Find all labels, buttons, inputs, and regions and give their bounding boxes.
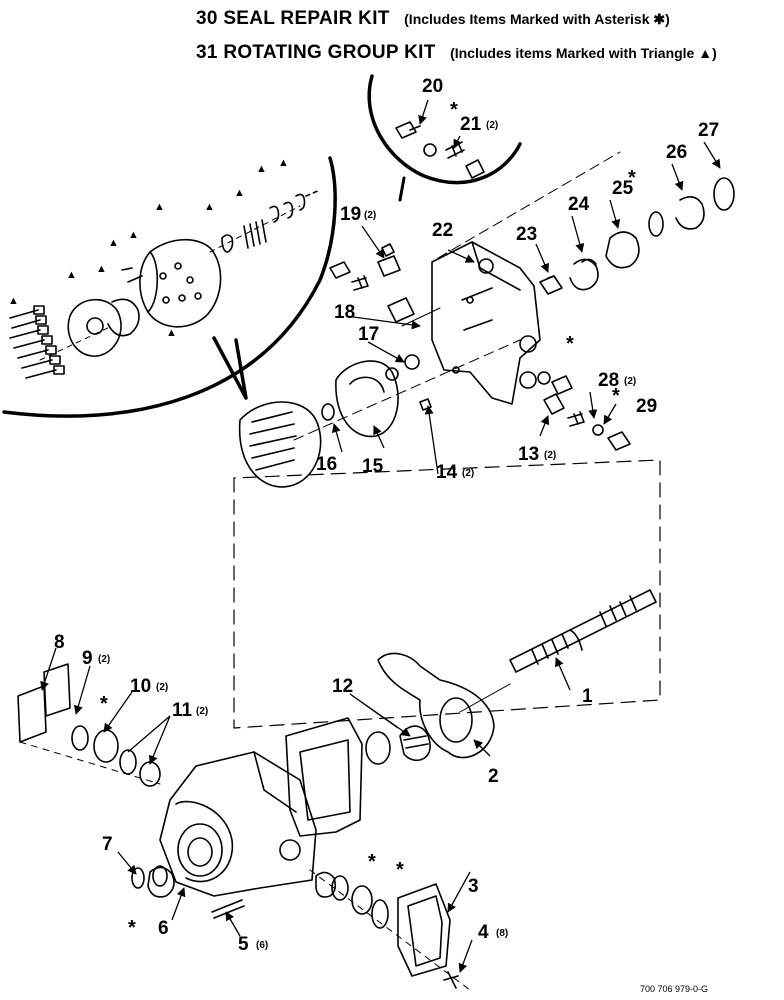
triangle-mark: ▲ — [204, 201, 215, 213]
triangle-mark: ▲ — [278, 157, 289, 169]
assembly-centerline — [233, 459, 661, 729]
asterisk-mark: * — [450, 99, 458, 121]
callout-3: 3 — [468, 876, 479, 897]
callout-8: 8 — [54, 632, 65, 653]
callout-10: 10 — [130, 676, 151, 697]
callout-15: 15 — [362, 456, 384, 477]
housing-gasket — [285, 717, 363, 837]
callout-21-qty: (2) — [486, 120, 498, 131]
kit-30-heading: 30 SEAL REPAIR KIT (Includes Items Marke… — [196, 8, 670, 30]
callout-11: 11 — [172, 700, 193, 721]
callout-25: 25 — [612, 178, 634, 199]
callout-21: 21 — [460, 114, 482, 135]
callout-6: 6 — [158, 918, 169, 939]
detail-bubble-outline — [2, 156, 337, 418]
callout-26: 26 — [666, 142, 687, 163]
rotating-group-bolts — [9, 305, 65, 379]
callout-2: 2 — [488, 766, 499, 787]
callout-11-qty: (2) — [196, 706, 208, 717]
triangle-mark: ▲ — [256, 163, 267, 175]
callout-17: 17 — [358, 324, 379, 345]
asterisk-mark: * — [100, 693, 108, 715]
callout-7: 7 — [102, 834, 113, 855]
triangle-mark: ▲ — [8, 295, 19, 307]
callout-22: 22 — [432, 220, 453, 241]
cover-3 — [397, 883, 451, 977]
retainer-plate — [67, 298, 122, 357]
callout-27: 27 — [698, 120, 719, 141]
callout-9-qty: (2) — [98, 654, 110, 665]
asterisk-mark: * — [628, 167, 636, 189]
kit-31-note: (Includes items Marked with Triangle ▲) — [450, 45, 717, 61]
triangle-mark: ▲ — [66, 269, 77, 281]
callout-28-qty: (2) — [624, 376, 636, 387]
small-detail-bubble — [367, 74, 522, 185]
callout-5-qty: (6) — [256, 940, 268, 951]
callout-29: 29 — [636, 396, 657, 417]
callout-19: 19 — [340, 204, 361, 225]
callout-19-qty: (2) — [364, 210, 376, 221]
cover-8 — [17, 685, 47, 743]
callout-5: 5 — [238, 934, 249, 955]
callout-18: 18 — [334, 302, 355, 323]
callout-28: 28 — [598, 370, 619, 391]
asterisk-mark: * — [396, 859, 404, 881]
callout-16: 16 — [316, 454, 337, 475]
callout-4-qty: (8) — [496, 928, 508, 939]
callout-14: 14 — [436, 462, 458, 483]
pump-housing — [159, 751, 317, 897]
drawing-reference-number: 700 706 979-0-G — [640, 984, 709, 994]
asterisk-mark: * — [128, 917, 136, 939]
asterisk-mark: * — [566, 333, 574, 355]
barrel-assembly — [238, 401, 322, 488]
triangle-mark: ▲ — [108, 237, 119, 249]
callout-14-qty: (2) — [462, 468, 474, 479]
end-plate — [335, 360, 399, 438]
kit-marks: * * * * * * * * ▲ ▲ ▲ ▲ ▲ ▲ ▲ ▲ ▲ ▲ ▲ — [8, 99, 636, 939]
callout-23: 23 — [516, 224, 537, 245]
cylinder-barrel — [139, 239, 222, 328]
triangle-mark: ▲ — [96, 263, 107, 275]
callout-1: 1 — [582, 686, 593, 707]
asterisk-mark: * — [612, 385, 620, 407]
callout-13: 13 — [518, 444, 539, 465]
kit-30-note: (Includes Items Marked with Asterisk ✱) — [404, 11, 670, 27]
callout-9: 9 — [82, 648, 93, 669]
triangle-mark: ▲ — [154, 201, 165, 213]
triangle-mark: ▲ — [234, 187, 245, 199]
callout-13-qty: (2) — [544, 450, 556, 461]
triangle-mark: ▲ — [166, 327, 177, 339]
callout-10-qty: (2) — [156, 682, 168, 693]
callout-24: 24 — [568, 194, 590, 215]
callouts: 1 2 3 4 (8) 5 (6) 6 7 8 9 (2) 10 (2) 11 … — [54, 76, 719, 955]
kit-30-title: 30 SEAL REPAIR KIT — [196, 8, 390, 29]
kit-31-heading: 31 ROTATING GROUP KIT (Includes items Ma… — [196, 42, 717, 64]
swash-plate — [377, 652, 495, 759]
valve-block — [431, 241, 541, 405]
callout-4: 4 — [478, 922, 489, 943]
kit-31-title: 31 ROTATING GROUP KIT — [196, 42, 436, 63]
detail-pointer — [212, 336, 248, 400]
callout-20: 20 — [422, 76, 443, 97]
asterisk-mark: * — [368, 851, 376, 873]
callout-12: 12 — [332, 676, 353, 697]
drive-shaft — [509, 589, 657, 673]
triangle-mark: ▲ — [128, 229, 139, 241]
